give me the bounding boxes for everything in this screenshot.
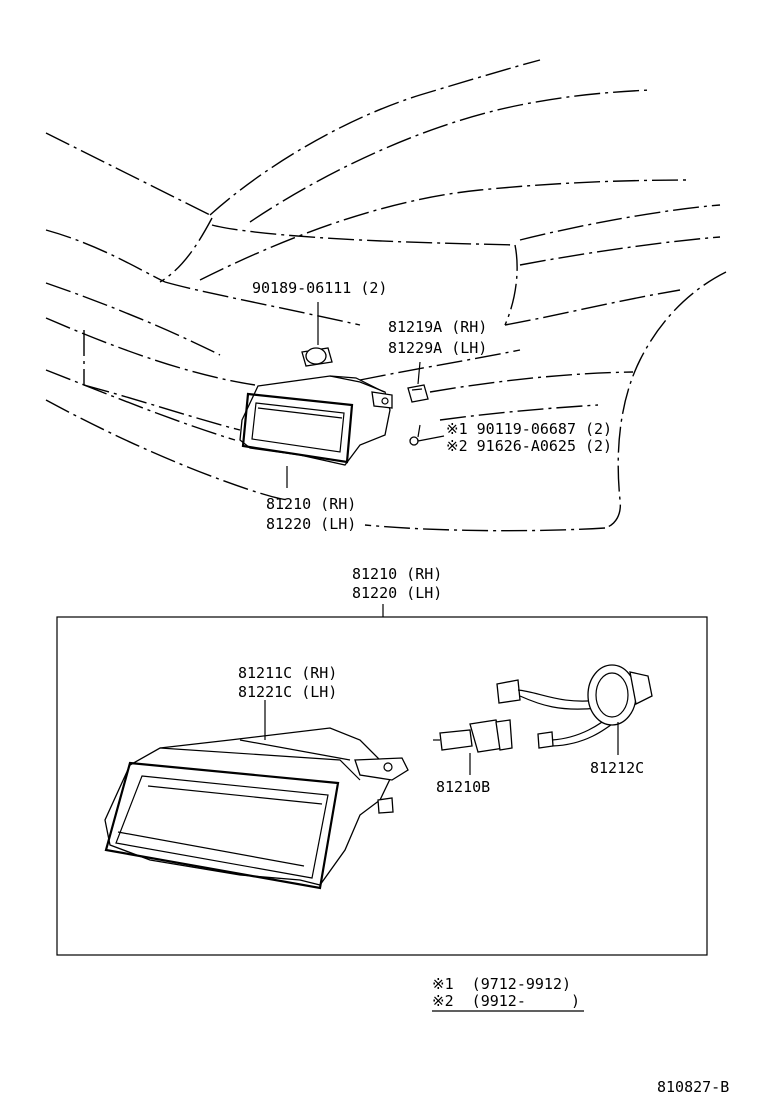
screw2-label: ※2 91626-A0625 (2) [446,437,612,455]
lower-leader-lines [264,700,619,775]
installed-fog-lamp [239,375,393,466]
clip-part-icon [301,347,333,367]
upper-leader-lines [286,302,421,488]
assy-rh-label: 81210 (RH) [352,565,442,583]
lamp-housing-drawing [104,727,409,890]
lamp-lh-label: 81220 (LH) [266,515,356,533]
housing-lh-label: 81221C (LH) [238,683,337,701]
lamp-rh-label: 81210 (RH) [266,495,356,513]
assembly-box [56,616,708,956]
bulb-drawing [433,719,513,753]
vehicle-body-outline [45,59,727,532]
clip-label: 90189-06111 (2) [252,279,387,297]
screw1-label: ※1 90119-06687 (2) [446,420,612,438]
note-2: ※2 (9912- ) [432,992,580,1010]
socket-label: 81212C [590,759,644,777]
housing-rh-label: 81211C (RH) [238,664,337,682]
bracket-rh-label: 81219A (RH) [388,318,487,336]
note-1: ※1 (9712-9912) [432,975,571,993]
assy-lh-label: 81220 (LH) [352,584,442,602]
diagram-id: 810827-B [657,1078,729,1096]
screw-part-icon [409,424,445,446]
bracket-part-icon [407,384,429,403]
socket-harness-drawing [496,664,653,749]
bulb-label: 81210B [436,778,490,796]
bracket-lh-label: 81229A (LH) [388,339,487,357]
